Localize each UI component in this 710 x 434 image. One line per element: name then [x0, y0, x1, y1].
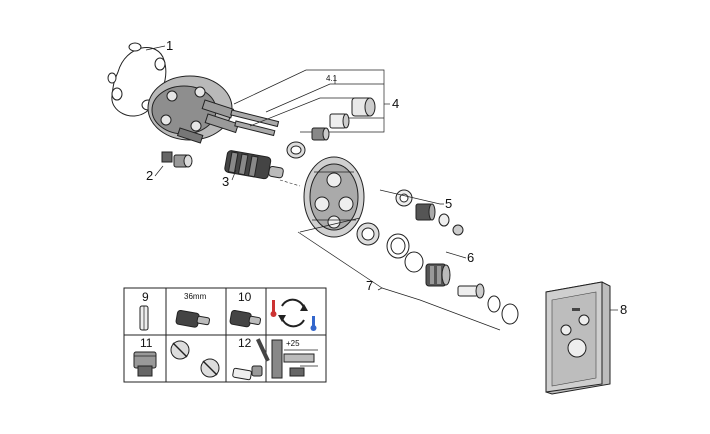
leader-2 — [154, 165, 164, 177]
callout-6: 6 — [467, 250, 474, 265]
leader-3 — [231, 169, 237, 181]
cell-11-prohibited-icon-1 — [170, 340, 190, 360]
part-7-cap — [501, 303, 519, 325]
cell-12-screwdriver — [256, 338, 270, 362]
callout-5: 5 — [445, 196, 452, 211]
cell-wrench-size: 36mm — [184, 292, 207, 301]
cell-36mm-cartridge-icon — [175, 309, 211, 328]
cell-9-grease-tube — [139, 305, 149, 331]
callout-1: 1 — [166, 38, 173, 53]
tools-table — [123, 287, 327, 383]
part-5-seal — [452, 224, 464, 236]
part-4-ring — [286, 141, 306, 159]
part-7-o-ring — [404, 251, 424, 273]
valve-body — [147, 75, 240, 144]
cell-extension-label: +25 — [286, 339, 300, 348]
part-4-nut — [311, 127, 330, 141]
callout-7: 7 — [366, 278, 373, 293]
part-1-gasket-ring — [107, 42, 167, 117]
part-7-washer — [487, 295, 501, 313]
part-3-cartridge — [224, 150, 284, 180]
callout-8: 8 — [620, 302, 627, 317]
part-4-sleeve — [351, 97, 376, 117]
part-7-bracket-lines — [297, 217, 501, 331]
cell-10-cartridge-icon — [229, 309, 262, 328]
callout-3: 3 — [222, 174, 229, 189]
thermometer-icon — [270, 300, 317, 331]
escutcheon-plate — [303, 156, 365, 238]
stem-shafts — [230, 109, 280, 137]
cell-11-socket-tool — [133, 351, 157, 377]
callout-4: 4 — [392, 96, 399, 111]
part-8-trim-plate — [545, 281, 611, 395]
part-7-spindle — [457, 283, 485, 299]
leader-6 — [445, 251, 467, 259]
part-5-cap — [395, 189, 413, 207]
part-4-bush — [329, 113, 350, 129]
cell-extension-diagram — [271, 339, 318, 379]
cell-label-12: 12 — [238, 336, 252, 350]
part-2-fitting — [161, 151, 193, 168]
cell-12-spindle-parts — [232, 365, 263, 381]
leader-1 — [145, 45, 166, 51]
cell-label-9: 9 — [142, 290, 149, 304]
cell-11-prohibited-icon-2 — [200, 358, 220, 378]
axis-dash-line — [279, 179, 301, 187]
part-6-cartridge — [425, 263, 451, 287]
cell-label-11: 11 — [140, 336, 153, 350]
part-7-sleeve — [386, 233, 410, 259]
cell-label-10: 10 — [238, 290, 252, 304]
callout-2: 2 — [146, 168, 153, 183]
part-5-washer — [438, 213, 450, 227]
rotation-arrows-icon — [278, 298, 308, 328]
leader-5 — [379, 189, 444, 205]
callout-4-1: 4.1 — [326, 74, 338, 83]
part-5-cartridge — [415, 203, 436, 221]
part-7-adapter-ring — [356, 222, 380, 246]
